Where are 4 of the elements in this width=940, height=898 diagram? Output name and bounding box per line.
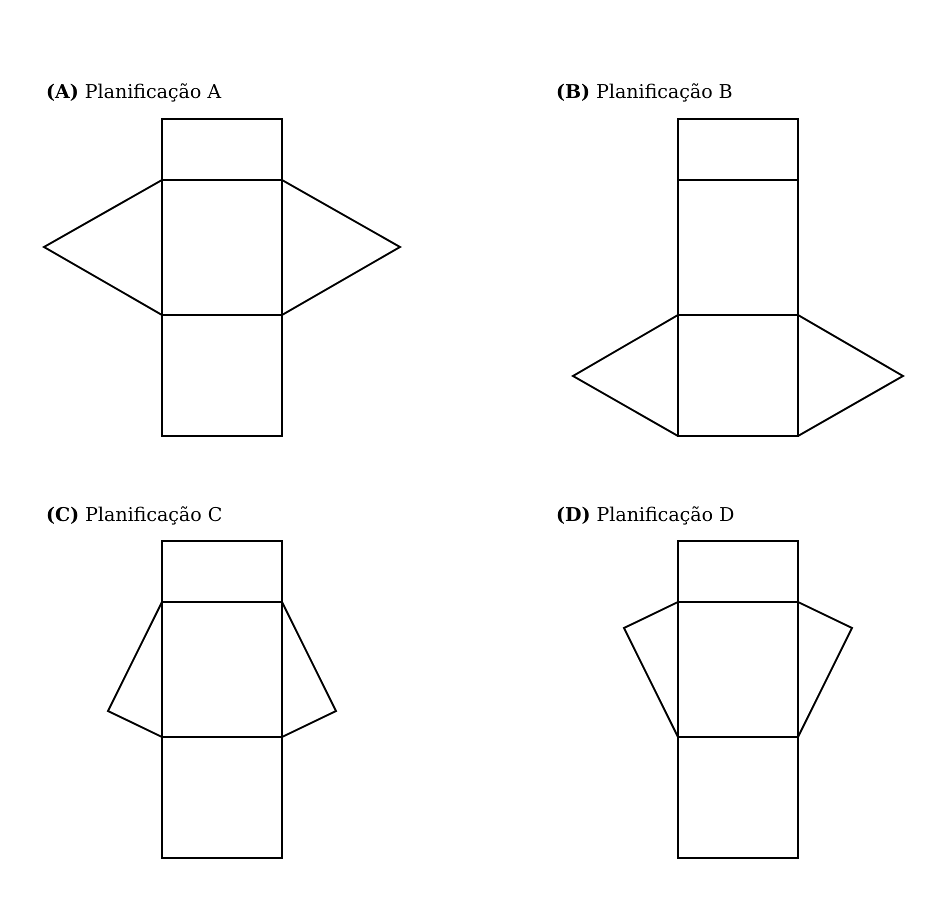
panel-title: (A) Planificação A [46, 80, 222, 104]
panel-title: (B) Planificação B [556, 80, 733, 104]
panel-title: (C) Planificação C [46, 503, 222, 527]
panel-title: (D) Planificação D [556, 503, 734, 527]
